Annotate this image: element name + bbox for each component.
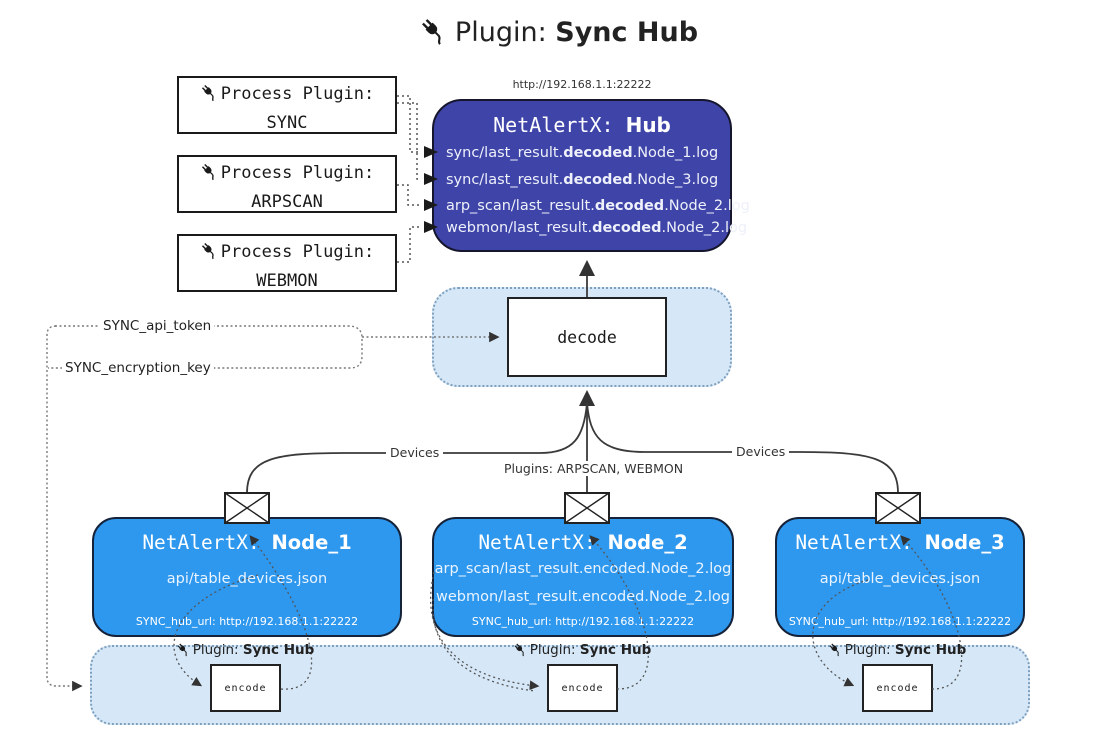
node-3-box: NetAlertX: Node_3 api/table_devices.json…	[775, 517, 1025, 637]
node-line: api/table_devices.json	[166, 571, 328, 587]
plug-icon	[419, 16, 449, 53]
hub-log-line: sync/last_result.decoded.Node_3.log	[446, 172, 719, 188]
encode-box: encode	[547, 664, 618, 712]
page-title: Plugin: Sync Hub	[0, 16, 1117, 53]
envelope-icon	[875, 492, 921, 528]
process-plugin-name: WEBMON	[256, 271, 318, 291]
encoder-label: Plugin: Sync Hub	[160, 642, 330, 661]
plug-icon	[176, 642, 191, 661]
hub-title: NetAlertX: Hub	[493, 113, 671, 137]
node-title: NetAlertX: Node_3	[795, 531, 1005, 554]
node-1-box: NetAlertX: Node_1 api/table_devices.json…	[92, 517, 402, 637]
sync-encryption-key-label: SYNC_encryption_key	[62, 360, 214, 376]
node-line: arp_scan/last_result.encoded.Node_2.log	[434, 561, 732, 577]
hub-box: NetAlertX: Hub sync/last_result.decoded.…	[432, 99, 750, 252]
node-hub-url: SYNC_hub_url: http://192.168.1.1:22222	[135, 615, 359, 628]
plug-icon	[200, 162, 219, 189]
plug-icon	[513, 642, 528, 661]
envelope-icon	[224, 492, 270, 528]
process-plugin-webmon: Process Plugin: WEBMON	[177, 234, 397, 292]
title-bold: Sync Hub	[555, 17, 699, 48]
edge-label-devices-left: Devices	[386, 445, 444, 460]
node-line: webmon/last_result.encoded.Node_2.log	[435, 589, 730, 605]
hub-log-line: webmon/last_result.decoded.Node_2.log	[446, 220, 748, 236]
plug-icon	[828, 642, 843, 661]
edge-label-plugins: Plugins: ARPSCAN, WEBMON	[500, 461, 683, 476]
edge-label-devices-right: Devices	[732, 444, 790, 459]
process-plugin-name: ARPSCAN	[251, 192, 323, 212]
process-plugin-label: Process Plugin:	[220, 242, 375, 262]
envelope-icon	[564, 492, 610, 528]
sync-api-token-label: SYNC_api_token	[100, 318, 215, 334]
process-plugin-label: Process Plugin:	[220, 163, 375, 183]
encode-box: encode	[862, 664, 933, 712]
hub-log-line: sync/last_result.decoded.Node_1.log	[446, 145, 719, 161]
process-plugin-sync: Process Plugin: SYNC	[177, 76, 397, 134]
node-line: api/table_devices.json	[819, 571, 981, 587]
encode-box: encode	[210, 664, 281, 712]
plug-icon	[200, 83, 219, 110]
process-plugin-name: SYNC	[266, 113, 308, 133]
node-title: NetAlertX: Node_2	[478, 531, 688, 554]
plug-icon	[200, 241, 219, 268]
node-hub-url: SYNC_hub_url: http://192.168.1.1:22222	[471, 615, 695, 628]
hub-log-line: arp_scan/last_result.decoded.Node_2.log	[446, 198, 750, 214]
process-plugin-label: Process Plugin:	[220, 84, 375, 104]
plugin-to-hub-connectors	[397, 95, 420, 263]
decode-box: decode	[507, 297, 667, 377]
node-2-box: NetAlertX: Node_2 arp_scan/last_result.e…	[432, 517, 734, 637]
node-title: NetAlertX: Node_1	[142, 531, 352, 554]
encoder-label: Plugin: Sync Hub	[812, 642, 982, 661]
title-text: Plugin:	[454, 17, 556, 48]
hub-url: http://192.168.1.1:22222	[512, 78, 652, 91]
encoder-label: Plugin: Sync Hub	[497, 642, 667, 661]
node-hub-url: SYNC_hub_url: http://192.168.1.1:22222	[788, 615, 1012, 628]
process-plugin-arpscan: Process Plugin: ARPSCAN	[177, 155, 397, 213]
